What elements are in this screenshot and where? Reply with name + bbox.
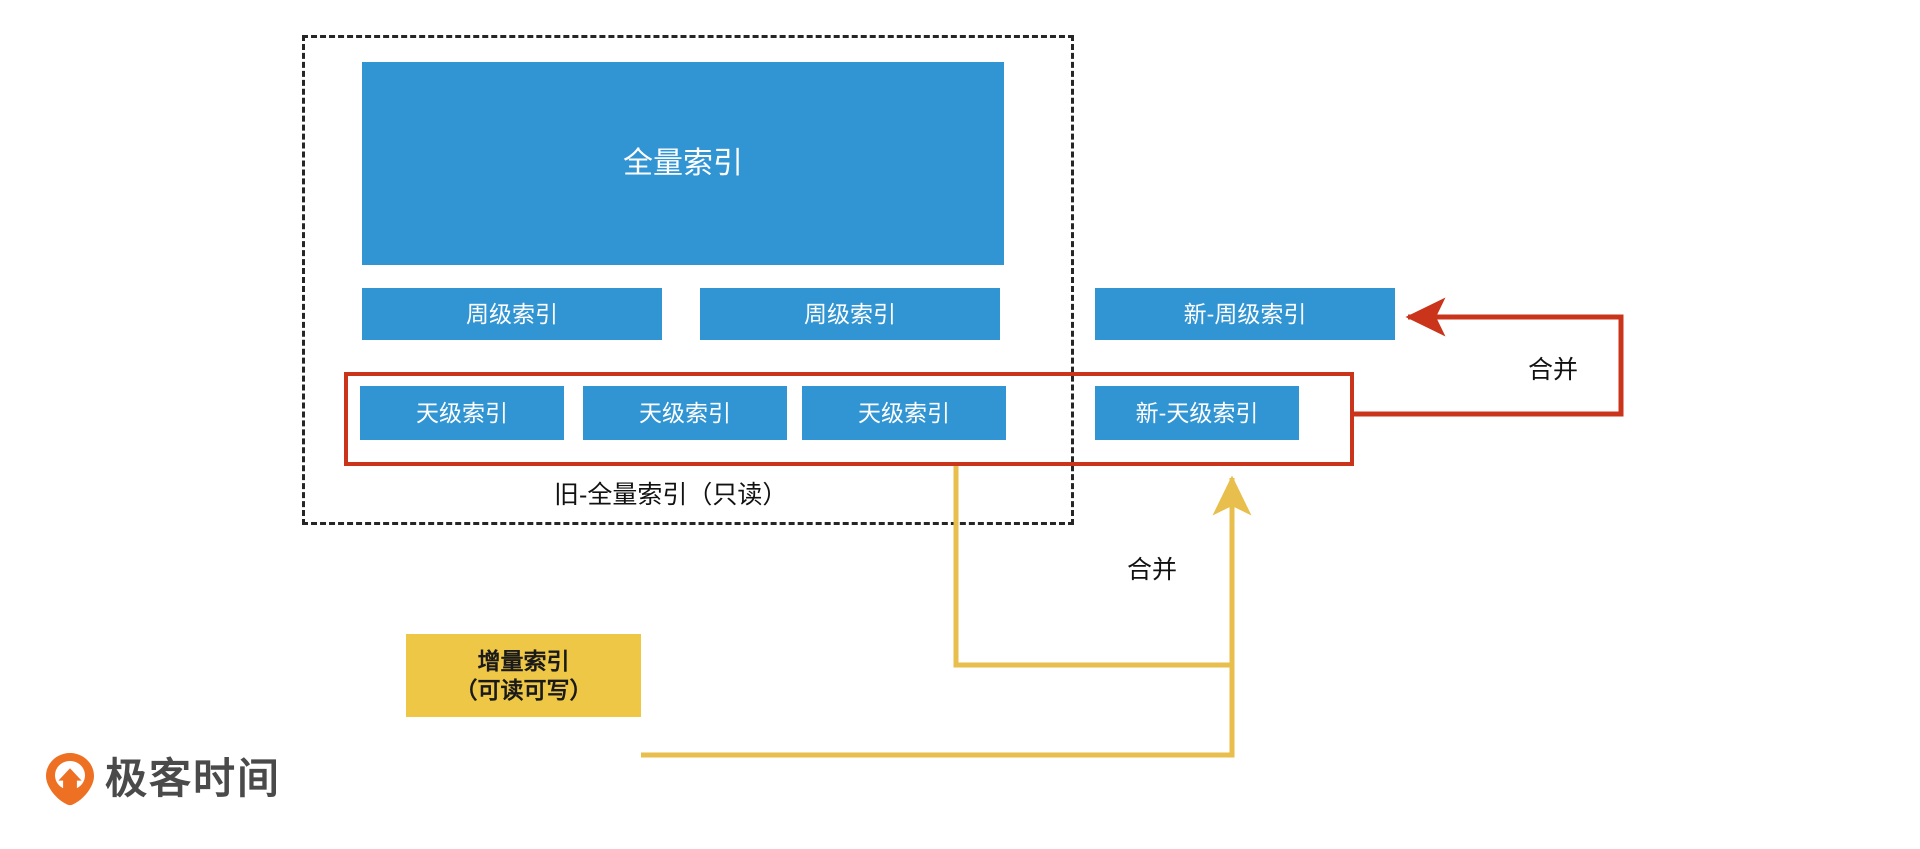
new-daily-index-box[interactable]: 新-天级索引: [1095, 386, 1299, 440]
full-index-box[interactable]: 全量索引: [362, 62, 1004, 265]
daily-index-box-2[interactable]: 天级索引: [583, 386, 787, 440]
weekly-index-box-2[interactable]: 周级索引: [700, 288, 1000, 340]
daily-index-box-1[interactable]: 天级索引: [360, 386, 564, 440]
old-full-index-caption: 旧-全量索引（只读）: [554, 481, 788, 509]
brand-logo: 极客时间: [45, 752, 281, 806]
daily-index-box-3[interactable]: 天级索引: [802, 386, 1006, 440]
daily-merge-region: [344, 372, 1354, 466]
new-weekly-index-box[interactable]: 新-周级索引: [1095, 288, 1395, 340]
weekly-index-box-1[interactable]: 周级索引: [362, 288, 662, 340]
merge-label-bottom: 合并: [1127, 556, 1178, 584]
merge-label-right: 合并: [1528, 356, 1579, 384]
brand-name: 极客时间: [105, 755, 282, 802]
geektime-logo-icon: [45, 752, 95, 806]
incremental-index-box[interactable]: 增量索引 （可读可写）: [406, 634, 641, 717]
